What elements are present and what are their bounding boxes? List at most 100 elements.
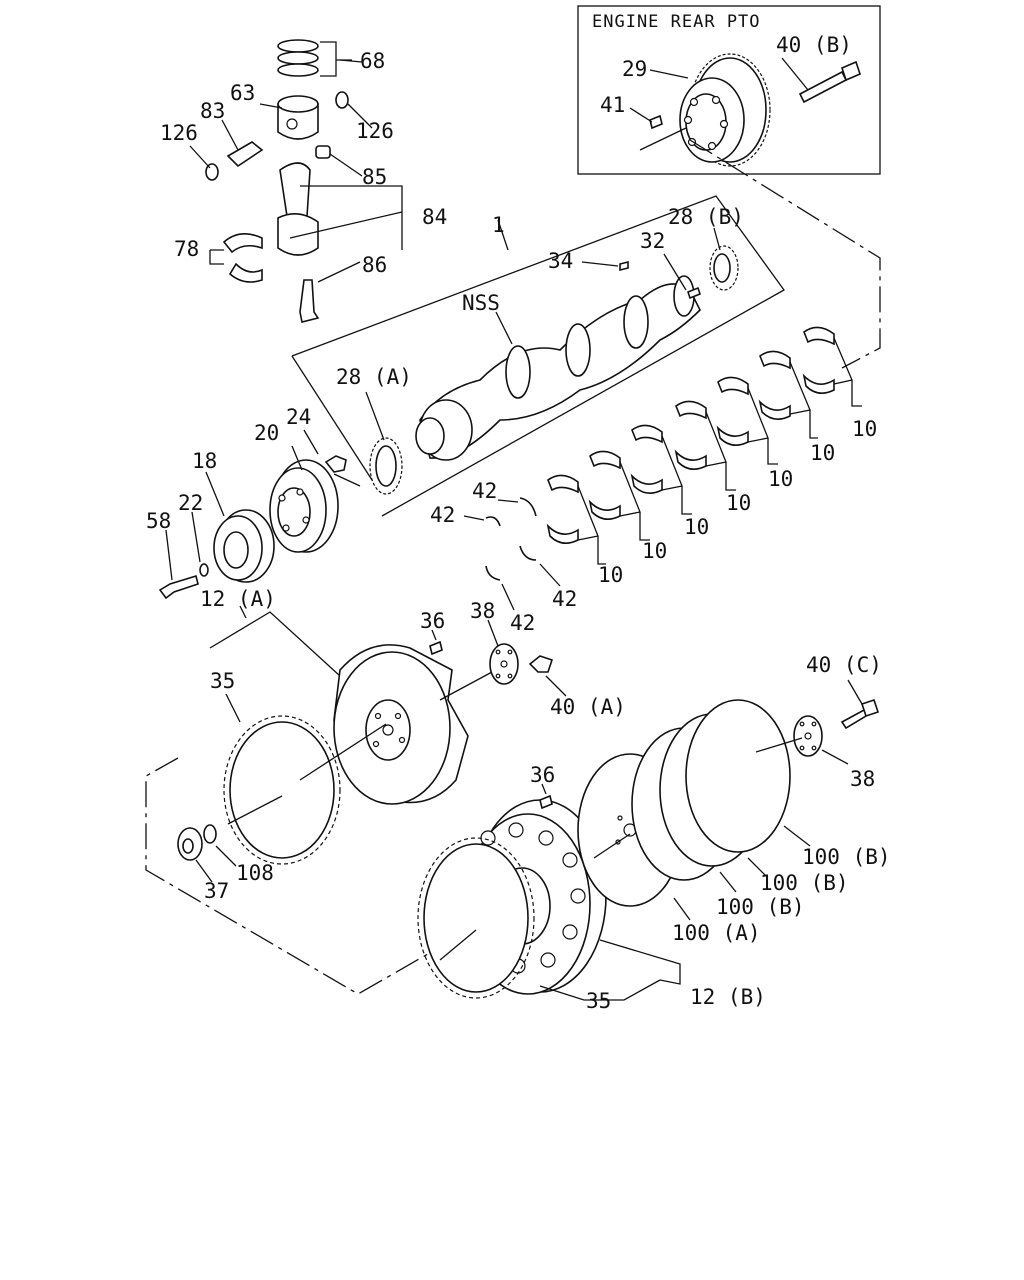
callout-84: 84 bbox=[422, 205, 447, 229]
inset-link-line bbox=[689, 139, 881, 369]
pto-bolt bbox=[798, 60, 861, 104]
callout-63: 63 bbox=[230, 81, 255, 105]
snap-ring-right bbox=[335, 91, 349, 109]
thrust-washers bbox=[485, 497, 537, 581]
crankshaft-key bbox=[687, 286, 701, 300]
callout-12a: 12 (A) bbox=[200, 587, 276, 611]
callout-83: 83 bbox=[200, 99, 225, 123]
callout-42-c: 42 bbox=[552, 587, 577, 611]
callout-10-g: 10 bbox=[598, 563, 623, 587]
crankshaft bbox=[415, 275, 701, 461]
pto-pin bbox=[649, 114, 663, 130]
callout-86: 86 bbox=[362, 253, 387, 277]
flywheel-a-group-bracket bbox=[209, 611, 341, 677]
callout-1: 1 bbox=[492, 213, 505, 237]
crankshaft-pin-34 bbox=[619, 260, 629, 272]
dowel-36a bbox=[429, 640, 443, 656]
callout-100b-1: 100 (B) bbox=[802, 845, 891, 869]
timing-gear-28b bbox=[709, 245, 739, 291]
callout-42-b: 42 bbox=[430, 503, 455, 527]
main-bearing bbox=[588, 450, 650, 541]
callout-35-b: 35 bbox=[586, 989, 611, 1013]
piston-pin bbox=[226, 141, 264, 168]
connecting-rod bbox=[277, 162, 319, 256]
callout-40b: 40 (B) bbox=[776, 33, 852, 57]
callout-35-a: 35 bbox=[210, 669, 235, 693]
piston-rings bbox=[277, 39, 352, 77]
piston bbox=[277, 95, 319, 140]
rod-bearing-78 bbox=[222, 233, 263, 283]
pto-gear bbox=[679, 53, 771, 167]
callout-12b: 12 (B) bbox=[690, 985, 766, 1009]
callout-10-c: 10 bbox=[768, 467, 793, 491]
callout-37: 37 bbox=[204, 879, 229, 903]
callout-36-b: 36 bbox=[530, 763, 555, 787]
callout-18: 18 bbox=[192, 449, 217, 473]
callout-42-a: 42 bbox=[472, 479, 497, 503]
callout-42-d: 42 bbox=[510, 611, 535, 635]
callout-22: 22 bbox=[178, 491, 203, 515]
callout-20: 20 bbox=[254, 421, 279, 445]
flex-plate-100b-3 bbox=[685, 699, 791, 853]
main-bearing bbox=[716, 376, 778, 465]
callout-10-f: 10 bbox=[642, 539, 667, 563]
callout-nss: NSS bbox=[462, 291, 500, 315]
callout-41: 41 bbox=[600, 93, 625, 117]
flywheel-a bbox=[333, 644, 469, 805]
rod-bushing bbox=[315, 145, 331, 159]
main-bearing bbox=[758, 350, 818, 439]
main-bearing-set bbox=[546, 326, 862, 565]
washer-22 bbox=[199, 563, 209, 577]
dowel-36b bbox=[539, 794, 553, 810]
ring-gear-35b bbox=[417, 837, 535, 999]
callout-126-right: 126 bbox=[356, 119, 394, 143]
snap-ring-left bbox=[205, 163, 219, 181]
damper-bolt-24 bbox=[324, 455, 347, 473]
callout-10-b: 10 bbox=[810, 441, 835, 465]
inset-frame bbox=[577, 5, 881, 175]
callout-34: 34 bbox=[548, 249, 573, 273]
snap-ring-108 bbox=[203, 824, 217, 844]
callout-108: 108 bbox=[236, 861, 274, 885]
main-bearing bbox=[802, 326, 862, 407]
plate-38b bbox=[793, 715, 823, 757]
callout-38-b: 38 bbox=[850, 767, 875, 791]
callout-100b-3: 100 (B) bbox=[716, 895, 805, 919]
callout-28a: 28 (A) bbox=[336, 365, 412, 389]
callout-126-left: 126 bbox=[160, 121, 198, 145]
engine-rear-pto-inset: ENGINE REAR PTO 29 40 (B) 41 bbox=[577, 5, 881, 175]
main-bearing bbox=[630, 424, 692, 515]
plate-38a bbox=[489, 643, 519, 685]
callout-100a: 100 (A) bbox=[672, 921, 761, 945]
pilot-bearing-37 bbox=[177, 827, 203, 861]
callout-38-a: 38 bbox=[470, 599, 495, 623]
main-bearing bbox=[546, 474, 606, 565]
callout-58: 58 bbox=[146, 509, 171, 533]
callout-10-a: 10 bbox=[852, 417, 877, 441]
callout-10-d: 10 bbox=[726, 491, 751, 515]
crankshaft-pulley-18 bbox=[213, 509, 275, 583]
rod-bolt bbox=[299, 279, 320, 323]
flywheel-bolt-40a bbox=[528, 655, 554, 673]
callout-40c: 40 (C) bbox=[806, 653, 882, 677]
callout-100b-2: 100 (B) bbox=[760, 871, 849, 895]
callout-85: 85 bbox=[362, 165, 387, 189]
callout-36-a: 36 bbox=[420, 609, 445, 633]
callout-24: 24 bbox=[286, 405, 311, 429]
callout-32: 32 bbox=[640, 229, 665, 253]
inset-title: ENGINE REAR PTO bbox=[592, 12, 761, 32]
crankshaft-damper-20 bbox=[269, 459, 339, 553]
callout-29: 29 bbox=[622, 57, 647, 81]
callout-10-e: 10 bbox=[684, 515, 709, 539]
pulley-bolt-58 bbox=[158, 574, 199, 600]
callout-40a: 40 (A) bbox=[550, 695, 626, 719]
callout-28b: 28 (B) bbox=[668, 205, 744, 229]
timing-gear-28a bbox=[369, 437, 403, 495]
ring-gear-35a bbox=[223, 715, 341, 865]
flex-plate-bolt-40c bbox=[840, 698, 880, 730]
callout-78: 78 bbox=[174, 237, 199, 261]
crankshaft-group-frame bbox=[291, 195, 785, 517]
main-bearing bbox=[674, 400, 736, 491]
callout-68: 68 bbox=[360, 49, 385, 73]
